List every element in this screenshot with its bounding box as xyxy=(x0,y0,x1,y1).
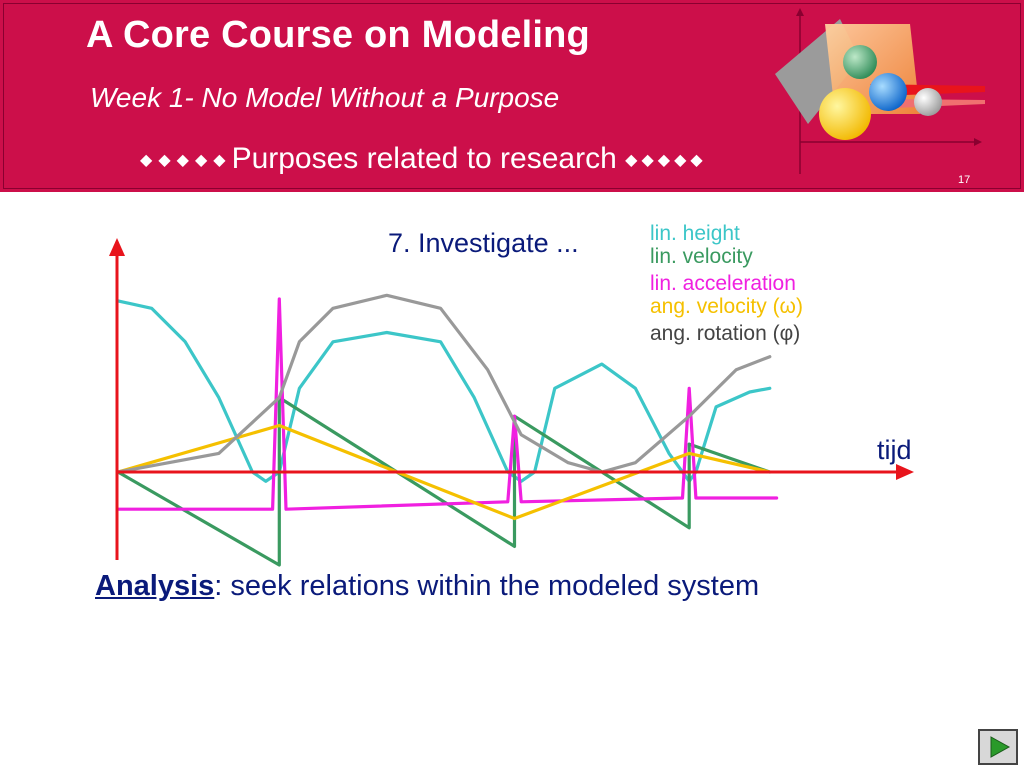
legend-entry: ang. rotation (φ) xyxy=(650,322,800,345)
section-title-row: ◆◆◆◆◆Purposes related to research ◆◆◆◆◆ xyxy=(140,142,707,176)
legend-entry: lin. height xyxy=(650,222,740,245)
diamond-icon: ◆ xyxy=(158,152,171,170)
series-line-ang-rotation xyxy=(116,293,772,474)
section-title: Purposes related to research xyxy=(231,142,617,175)
diamond-icon: ◆ xyxy=(674,152,687,170)
slide-subtitle: Week 1- No Model Without a Purpose xyxy=(90,82,560,113)
next-slide-button[interactable] xyxy=(978,729,1018,765)
analysis-keyword: Analysis xyxy=(95,570,215,602)
legend-entry: lin. acceleration xyxy=(650,272,796,295)
play-triangle-icon xyxy=(990,736,1011,758)
diamond-icon: ◆ xyxy=(194,152,208,170)
series-line-lin-acceleration xyxy=(116,297,779,511)
slide-number: 17 xyxy=(958,174,971,186)
diamond-icon: ◆ xyxy=(213,152,226,170)
x-axis-label: tijd xyxy=(877,435,912,465)
analysis-text: : seek relations within the modeled syst… xyxy=(214,570,760,602)
diamond-icon: ◆ xyxy=(657,152,671,170)
diamond-icon: ◆ xyxy=(690,152,703,170)
slide-title: A Core Course on Modeling xyxy=(86,14,590,56)
x-axis-arrowhead xyxy=(896,464,914,480)
diamond-icon: ◆ xyxy=(625,152,638,170)
diamond-icon: ◆ xyxy=(140,152,153,170)
chart-title: 7. Investigate ... xyxy=(388,228,579,258)
series-line-ang-velocity xyxy=(116,423,772,521)
series-line-lin-velocity xyxy=(116,396,772,567)
slide-header: A Core Course on Modeling Week 1- No Mod… xyxy=(0,0,1024,194)
legend-entry: lin. velocity xyxy=(650,245,753,268)
legend-entry: ang. velocity (ω) xyxy=(650,295,803,318)
diamond-icon: ◆ xyxy=(641,152,654,170)
course-logo-icon xyxy=(775,8,985,174)
motion-chart: 7. Investigate ... tijd lin. heightlin. … xyxy=(109,222,914,567)
diamond-icon: ◆ xyxy=(176,152,189,170)
analysis-statement: Analysis: seek relations within the mode… xyxy=(95,570,759,603)
y-axis-arrowhead xyxy=(109,238,125,256)
